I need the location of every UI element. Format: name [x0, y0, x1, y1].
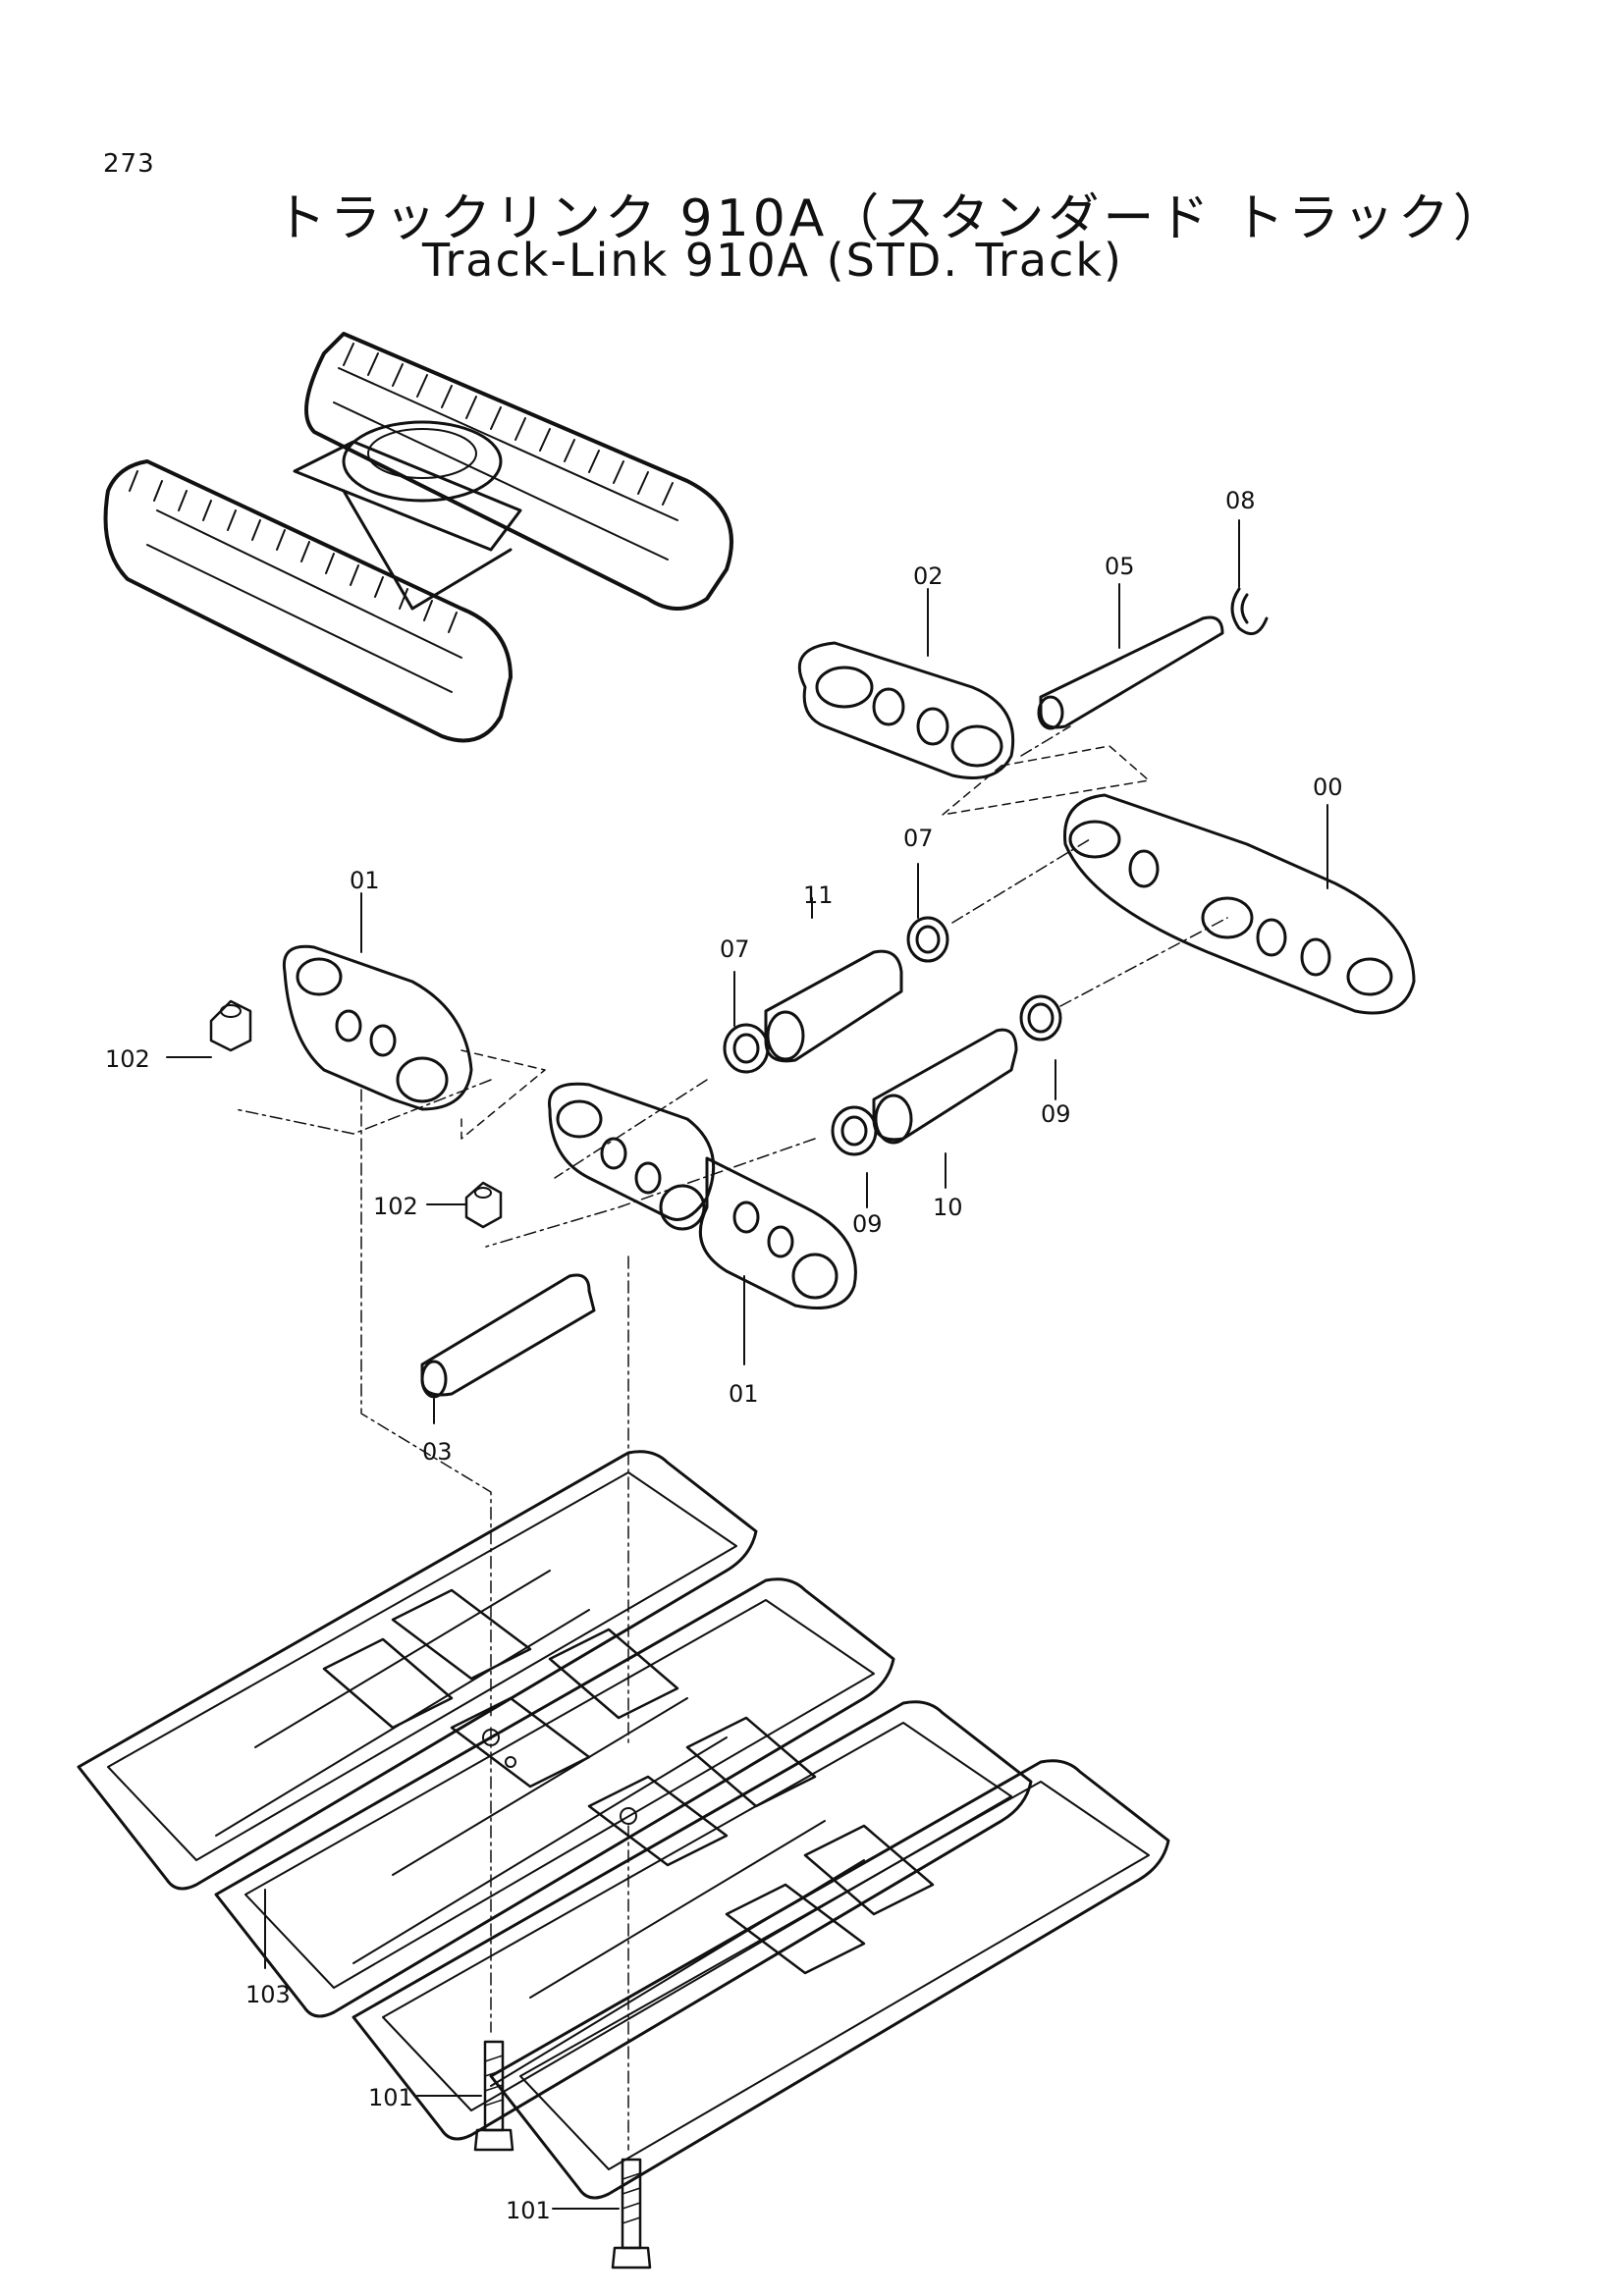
label-07-upper: 07 [903, 825, 934, 852]
bushing-11 [764, 949, 903, 1063]
label-102-lower: 102 [373, 1193, 418, 1220]
label-05: 05 [1105, 553, 1135, 580]
nut-102-upper [209, 999, 252, 1052]
title-english: Track-Link 910A (STD. Track) [422, 234, 1123, 287]
label-09-left: 09 [852, 1210, 883, 1238]
title-japanese: トラックリンク 910A（スタンダード トラック） [275, 189, 1508, 248]
label-00: 00 [1313, 774, 1343, 801]
seal-07-upper [906, 916, 949, 963]
label-01-upper: 01 [350, 867, 380, 894]
pin-05 [1037, 615, 1224, 730]
seal-07-lower [723, 1023, 770, 1074]
track-shoes-103 [77, 1450, 1170, 2200]
seal-09-right [1019, 994, 1062, 1041]
label-101-upper: 101 [368, 2084, 413, 2111]
track-link-02 [797, 641, 1015, 779]
track-link-01-middle [548, 1082, 857, 1309]
label-02: 02 [913, 562, 944, 590]
seal-09-left [831, 1105, 878, 1156]
page-number: 273 [103, 149, 155, 179]
track-link-00 [1063, 793, 1416, 1015]
assembly-lines [235, 725, 1228, 2151]
part-labels: 02 05 08 00 01 07 11 07 09 09 10 01 03 1… [105, 487, 1343, 2224]
label-101-lower: 101 [506, 2197, 551, 2224]
label-07-lower: 07 [720, 935, 750, 963]
leader-lines [166, 519, 1328, 2210]
bushing-10 [872, 1028, 1018, 1145]
label-03: 03 [422, 1438, 453, 1466]
label-08: 08 [1225, 487, 1256, 514]
snap-ring-08 [1230, 587, 1269, 636]
label-103: 103 [245, 1981, 291, 2008]
bolt-101-upper [473, 2040, 514, 2152]
nut-102-lower [464, 1181, 503, 1229]
label-01-middle: 01 [729, 1380, 759, 1408]
label-10: 10 [933, 1194, 963, 1221]
label-09-right: 09 [1041, 1100, 1071, 1128]
undercarriage-illustration [103, 332, 733, 743]
track-link-01-upper [282, 944, 473, 1111]
label-11: 11 [803, 881, 834, 909]
label-102-upper: 102 [105, 1045, 150, 1073]
pin-03 [420, 1273, 596, 1399]
bolt-101-lower [611, 2158, 652, 2269]
